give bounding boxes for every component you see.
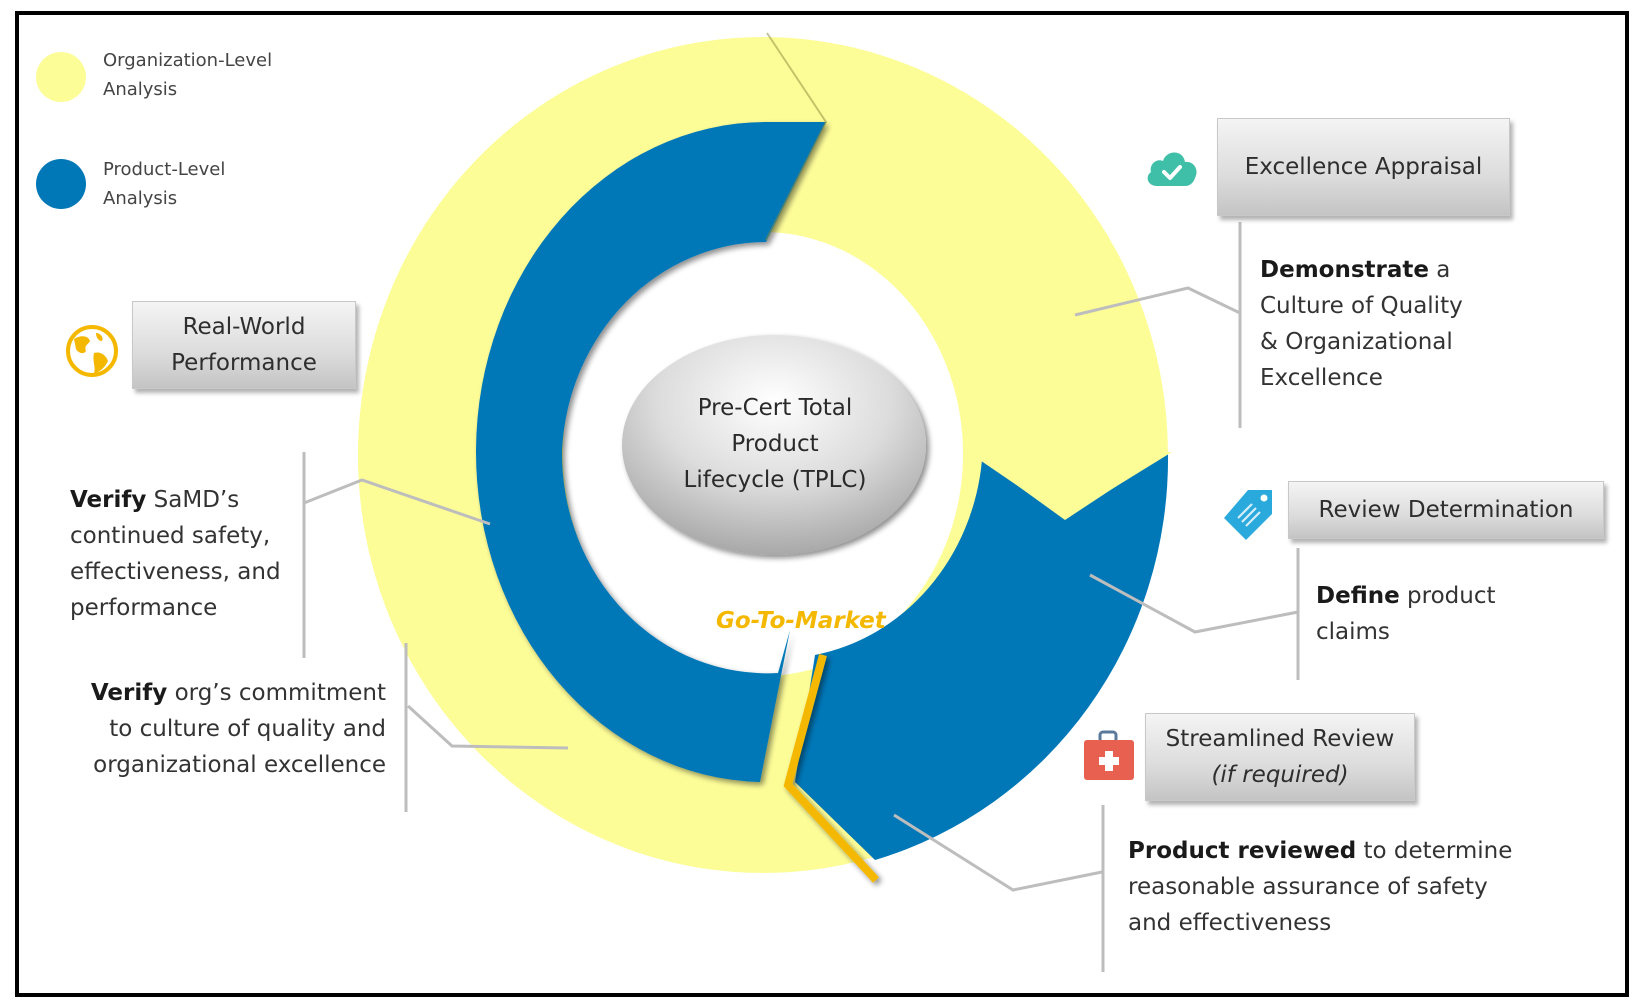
desc-text: a bbox=[1428, 257, 1451, 283]
legend-label-line: Analysis bbox=[103, 188, 178, 209]
center-label-line: Pre-Cert Total bbox=[697, 395, 853, 421]
real-world-performance-title: Performance bbox=[171, 350, 317, 376]
streamlined-review-subtitle: (if required) bbox=[1211, 762, 1349, 788]
desc-text: to culture of quality and bbox=[109, 716, 386, 742]
connector-org-commitment bbox=[406, 704, 569, 750]
center-label: Pre-Cert Total Product Lifecycle (TPLC) bbox=[625, 390, 925, 498]
connector-excellence-appraisal bbox=[1074, 286, 1241, 317]
center-label-line: Product bbox=[731, 431, 819, 457]
center-oval bbox=[622, 335, 926, 555]
desc-bold: Verify bbox=[70, 487, 147, 513]
review-determination-description: Define product claims bbox=[1316, 578, 1496, 650]
legend-label-product-level: Product-Level Analysis bbox=[103, 155, 225, 213]
go-to-market-marker bbox=[783, 653, 879, 883]
connector-real-world bbox=[303, 478, 491, 526]
desc-text: product bbox=[1399, 583, 1496, 609]
legend-swatch-product-level bbox=[36, 159, 86, 209]
desc-text: claims bbox=[1316, 619, 1390, 645]
desc-text: continued safety, bbox=[70, 523, 271, 549]
tag-icon bbox=[1224, 490, 1272, 540]
review-determination-box: Review Determination bbox=[1288, 481, 1604, 539]
first-aid-kit-icon bbox=[1084, 730, 1134, 780]
real-world-performance-description: Verify SaMD’s continued safety, effectiv… bbox=[70, 482, 281, 626]
real-world-performance-title: Real-World bbox=[182, 314, 306, 340]
connector-streamlined-review bbox=[893, 813, 1103, 892]
legend-label-org-level: Organization-Level Analysis bbox=[103, 46, 272, 104]
desc-bold: Define bbox=[1316, 583, 1400, 609]
desc-text: to determine bbox=[1356, 838, 1513, 864]
legend-label-line: Organization-Level bbox=[103, 50, 273, 71]
streamlined-review-title: Streamlined Review bbox=[1165, 726, 1395, 752]
desc-text: and effectiveness bbox=[1128, 910, 1332, 936]
streamlined-review-description: Product reviewed to determine reasonable… bbox=[1128, 833, 1512, 941]
connector-lines bbox=[302, 222, 1300, 972]
connector-review-determination bbox=[1089, 573, 1299, 634]
org-level-arrowhead-right bbox=[968, 452, 1172, 518]
top-arrow-divider bbox=[765, 32, 828, 241]
legend-swatch-org-level bbox=[36, 52, 86, 102]
legend-label-line: Analysis bbox=[103, 79, 178, 100]
excellence-appraisal-title: Excellence Appraisal bbox=[1244, 154, 1483, 180]
desc-text: organizational excellence bbox=[93, 752, 386, 778]
desc-bold: Verify bbox=[90, 680, 168, 706]
desc-text: Excellence bbox=[1260, 365, 1383, 391]
go-to-market-label: Go-To-Market bbox=[716, 608, 886, 634]
desc-text: performance bbox=[70, 595, 218, 621]
org-commitment-description: Verify org’s commitment to culture of qu… bbox=[60, 675, 386, 783]
desc-text: org’s commitment bbox=[167, 680, 386, 706]
product-level-arrow-right bbox=[795, 452, 1169, 860]
desc-text: Culture of Quality bbox=[1260, 293, 1463, 319]
desc-bold: Product reviewed bbox=[1128, 838, 1357, 864]
excellence-appraisal-box: Excellence Appraisal bbox=[1217, 118, 1510, 216]
excellence-appraisal-description: Demonstrate a Culture of Quality & Organ… bbox=[1260, 252, 1463, 396]
desc-text: SaMD’s bbox=[146, 487, 240, 513]
cloud-check-icon bbox=[1147, 152, 1197, 186]
center-label-line: Lifecycle (TPLC) bbox=[683, 467, 867, 493]
streamlined-review-box: Streamlined Review (if required) bbox=[1145, 713, 1415, 801]
review-determination-title: Review Determination bbox=[1318, 497, 1574, 523]
product-level-arrow-left bbox=[475, 122, 826, 782]
desc-bold: Demonstrate bbox=[1260, 257, 1429, 283]
legend-label-line: Product-Level bbox=[103, 159, 226, 180]
desc-text: reasonable assurance of safety bbox=[1128, 874, 1488, 900]
real-world-performance-box: Real-World Performance bbox=[132, 301, 356, 389]
desc-text: effectiveness, and bbox=[70, 559, 281, 585]
desc-text: & Organizational bbox=[1260, 329, 1453, 355]
diagram-frame bbox=[15, 11, 1629, 997]
globe-icon bbox=[66, 325, 118, 377]
